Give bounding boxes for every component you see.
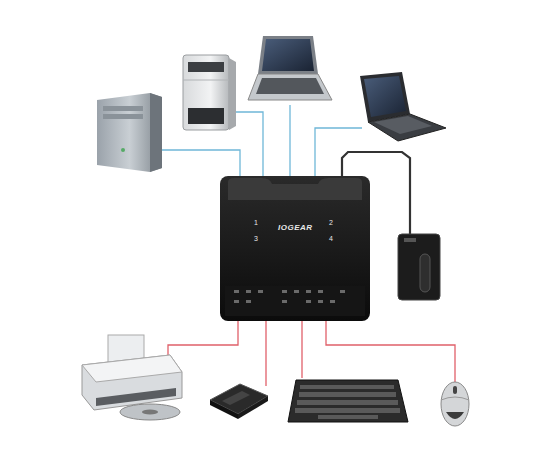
power-adapter: [398, 234, 440, 300]
tower-pc: [97, 93, 162, 172]
card-reader: [210, 384, 268, 419]
printer: [82, 335, 182, 420]
laptop: [248, 36, 332, 100]
laptop: [360, 72, 446, 141]
computer-cables: [160, 105, 362, 178]
port-number: 4: [329, 235, 333, 242]
port-number: 2: [329, 219, 333, 226]
keyboard: [288, 380, 408, 422]
mouse: [441, 382, 469, 426]
port-number: 3: [254, 235, 258, 242]
peripheral-cables: [168, 318, 455, 386]
usb-switch: [220, 176, 370, 321]
port-number: 1: [254, 219, 258, 226]
brand-logo: IOGEAR: [278, 224, 313, 232]
workstation-pc: [183, 55, 236, 130]
